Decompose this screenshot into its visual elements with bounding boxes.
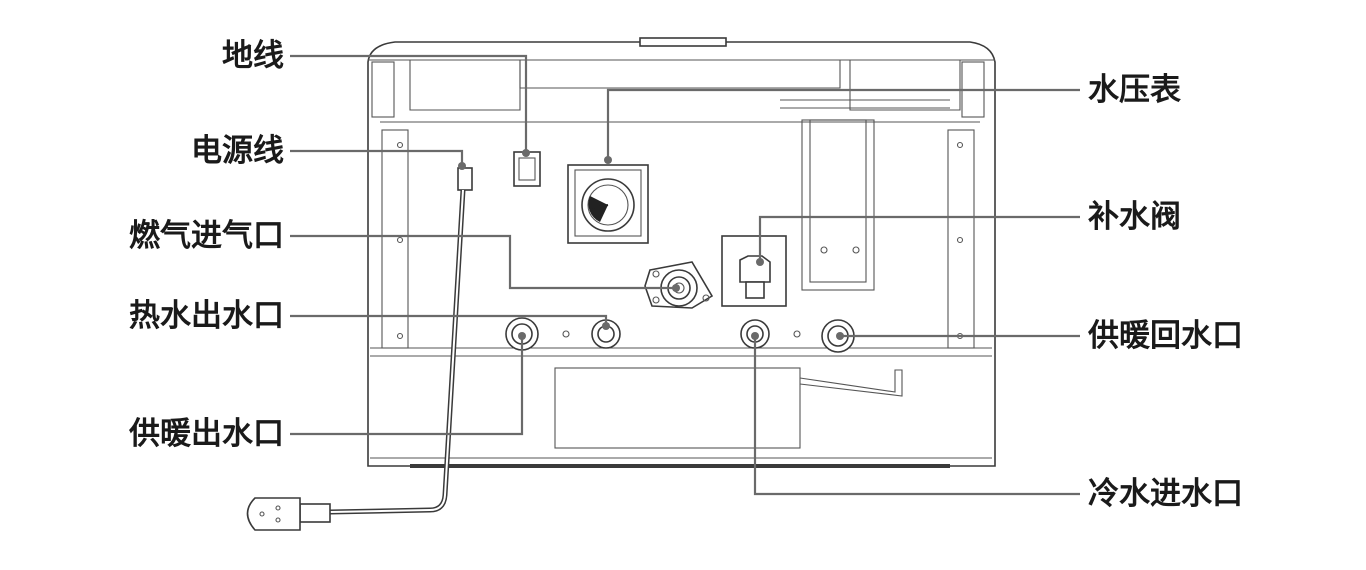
label-cold-water-inlet: 冷水进水口 <box>1088 476 1243 512</box>
leader-power-cord <box>290 149 466 170</box>
label-heating-outlet: 供暖出水口 <box>129 416 284 452</box>
label-power-cord: 电源线 <box>191 133 284 169</box>
leader-gas-inlet <box>290 234 680 292</box>
label-hot-water-outlet: 热水出水口 <box>129 298 284 334</box>
leader-heating-outlet <box>290 332 526 436</box>
refill-valve <box>721 235 787 307</box>
power-cord-plug <box>246 167 473 531</box>
leader-hot-water-outlet <box>290 314 610 330</box>
leader-refill-valve <box>756 215 1080 266</box>
label-refill-valve: 补水阀 <box>1088 199 1181 235</box>
leader-ground-wire <box>290 54 530 157</box>
label-gas-inlet: 燃气进气口 <box>129 218 284 254</box>
pressure-gauge <box>567 164 649 244</box>
label-heating-return: 供暖回水口 <box>1088 318 1243 354</box>
leader-pressure-gauge <box>604 88 1080 164</box>
label-pressure-gauge: 水压表 <box>1088 72 1181 108</box>
leader-heating-return <box>836 332 1080 340</box>
leader-cold-water-inlet <box>751 332 1080 496</box>
boiler-body <box>367 37 996 468</box>
label-ground-wire: 地线 <box>222 38 284 74</box>
ground-terminal <box>513 151 541 187</box>
